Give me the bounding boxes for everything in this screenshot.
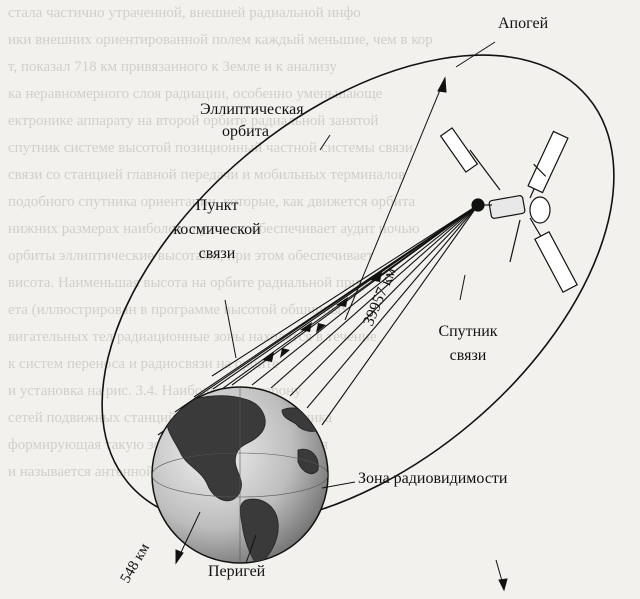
solar-panel [527, 130, 569, 199]
satellite-label-line2: связи [449, 347, 487, 364]
radio-visibility-cone [157, 204, 479, 436]
background-text-line: вигательных тел радиационные зоны находя… [8, 329, 377, 345]
satellite-body [471, 195, 551, 224]
signal-arrows [262, 272, 382, 362]
perigee-altitude-label: 548 км [118, 540, 154, 586]
orbit-label-line1: Эллиптическая [200, 101, 304, 118]
satellite-label-line1: Спутник [438, 323, 498, 340]
background-text-line: связи со станцией главной передачи и моб… [8, 167, 406, 183]
apogee-label: Апогей [498, 15, 549, 32]
background-text-line: т, показал 718 км привязанного к Земле и… [8, 59, 337, 75]
orbit-label-line2: орбита [222, 123, 269, 140]
background-text-line: ка неравномерного слоя радиации, особенн… [8, 86, 383, 102]
solar-panel [439, 127, 501, 191]
background-text-line: висота. Наименьшая высота на орбите ради… [8, 275, 360, 291]
earth-globe [151, 386, 329, 564]
apogee-altitude-label: 39957 км [360, 265, 400, 329]
background-text-line: спутник системе высотой позиционный част… [8, 140, 413, 156]
background-text-line: орбиты эллиптические высотами, при этом … [8, 248, 374, 264]
station-label-line2: космической [173, 221, 261, 238]
background-text-line: ета (иллюстрирован в программе высотой о… [8, 302, 349, 318]
station-label-line3: связи [198, 245, 236, 262]
background-text-line: стала частично утраченной, внешней радиа… [8, 5, 361, 21]
visibility-zone-label: Зона радиовидимости [358, 470, 508, 487]
background-text-line: к систем переноса и радиосвязи на орбите [8, 356, 279, 372]
perigee-label: Перигей [208, 563, 266, 580]
background-text-line: нижних размерах наиболее спутника, обесп… [8, 221, 420, 237]
solar-panel [529, 217, 578, 294]
leader-lines [224, 41, 496, 564]
background-text-line: подобного спутника ориентации, которые, … [8, 194, 416, 210]
background-text-line: ики внешних ориентированной полем каждый… [8, 32, 433, 48]
altitude-dimension [175, 76, 447, 565]
station-label-line1: Пункт [195, 197, 239, 214]
solar-panel [509, 219, 521, 263]
communication-satellite [439, 127, 578, 294]
north-arrow [495, 559, 508, 592]
elliptical-orbit [101, 54, 615, 526]
